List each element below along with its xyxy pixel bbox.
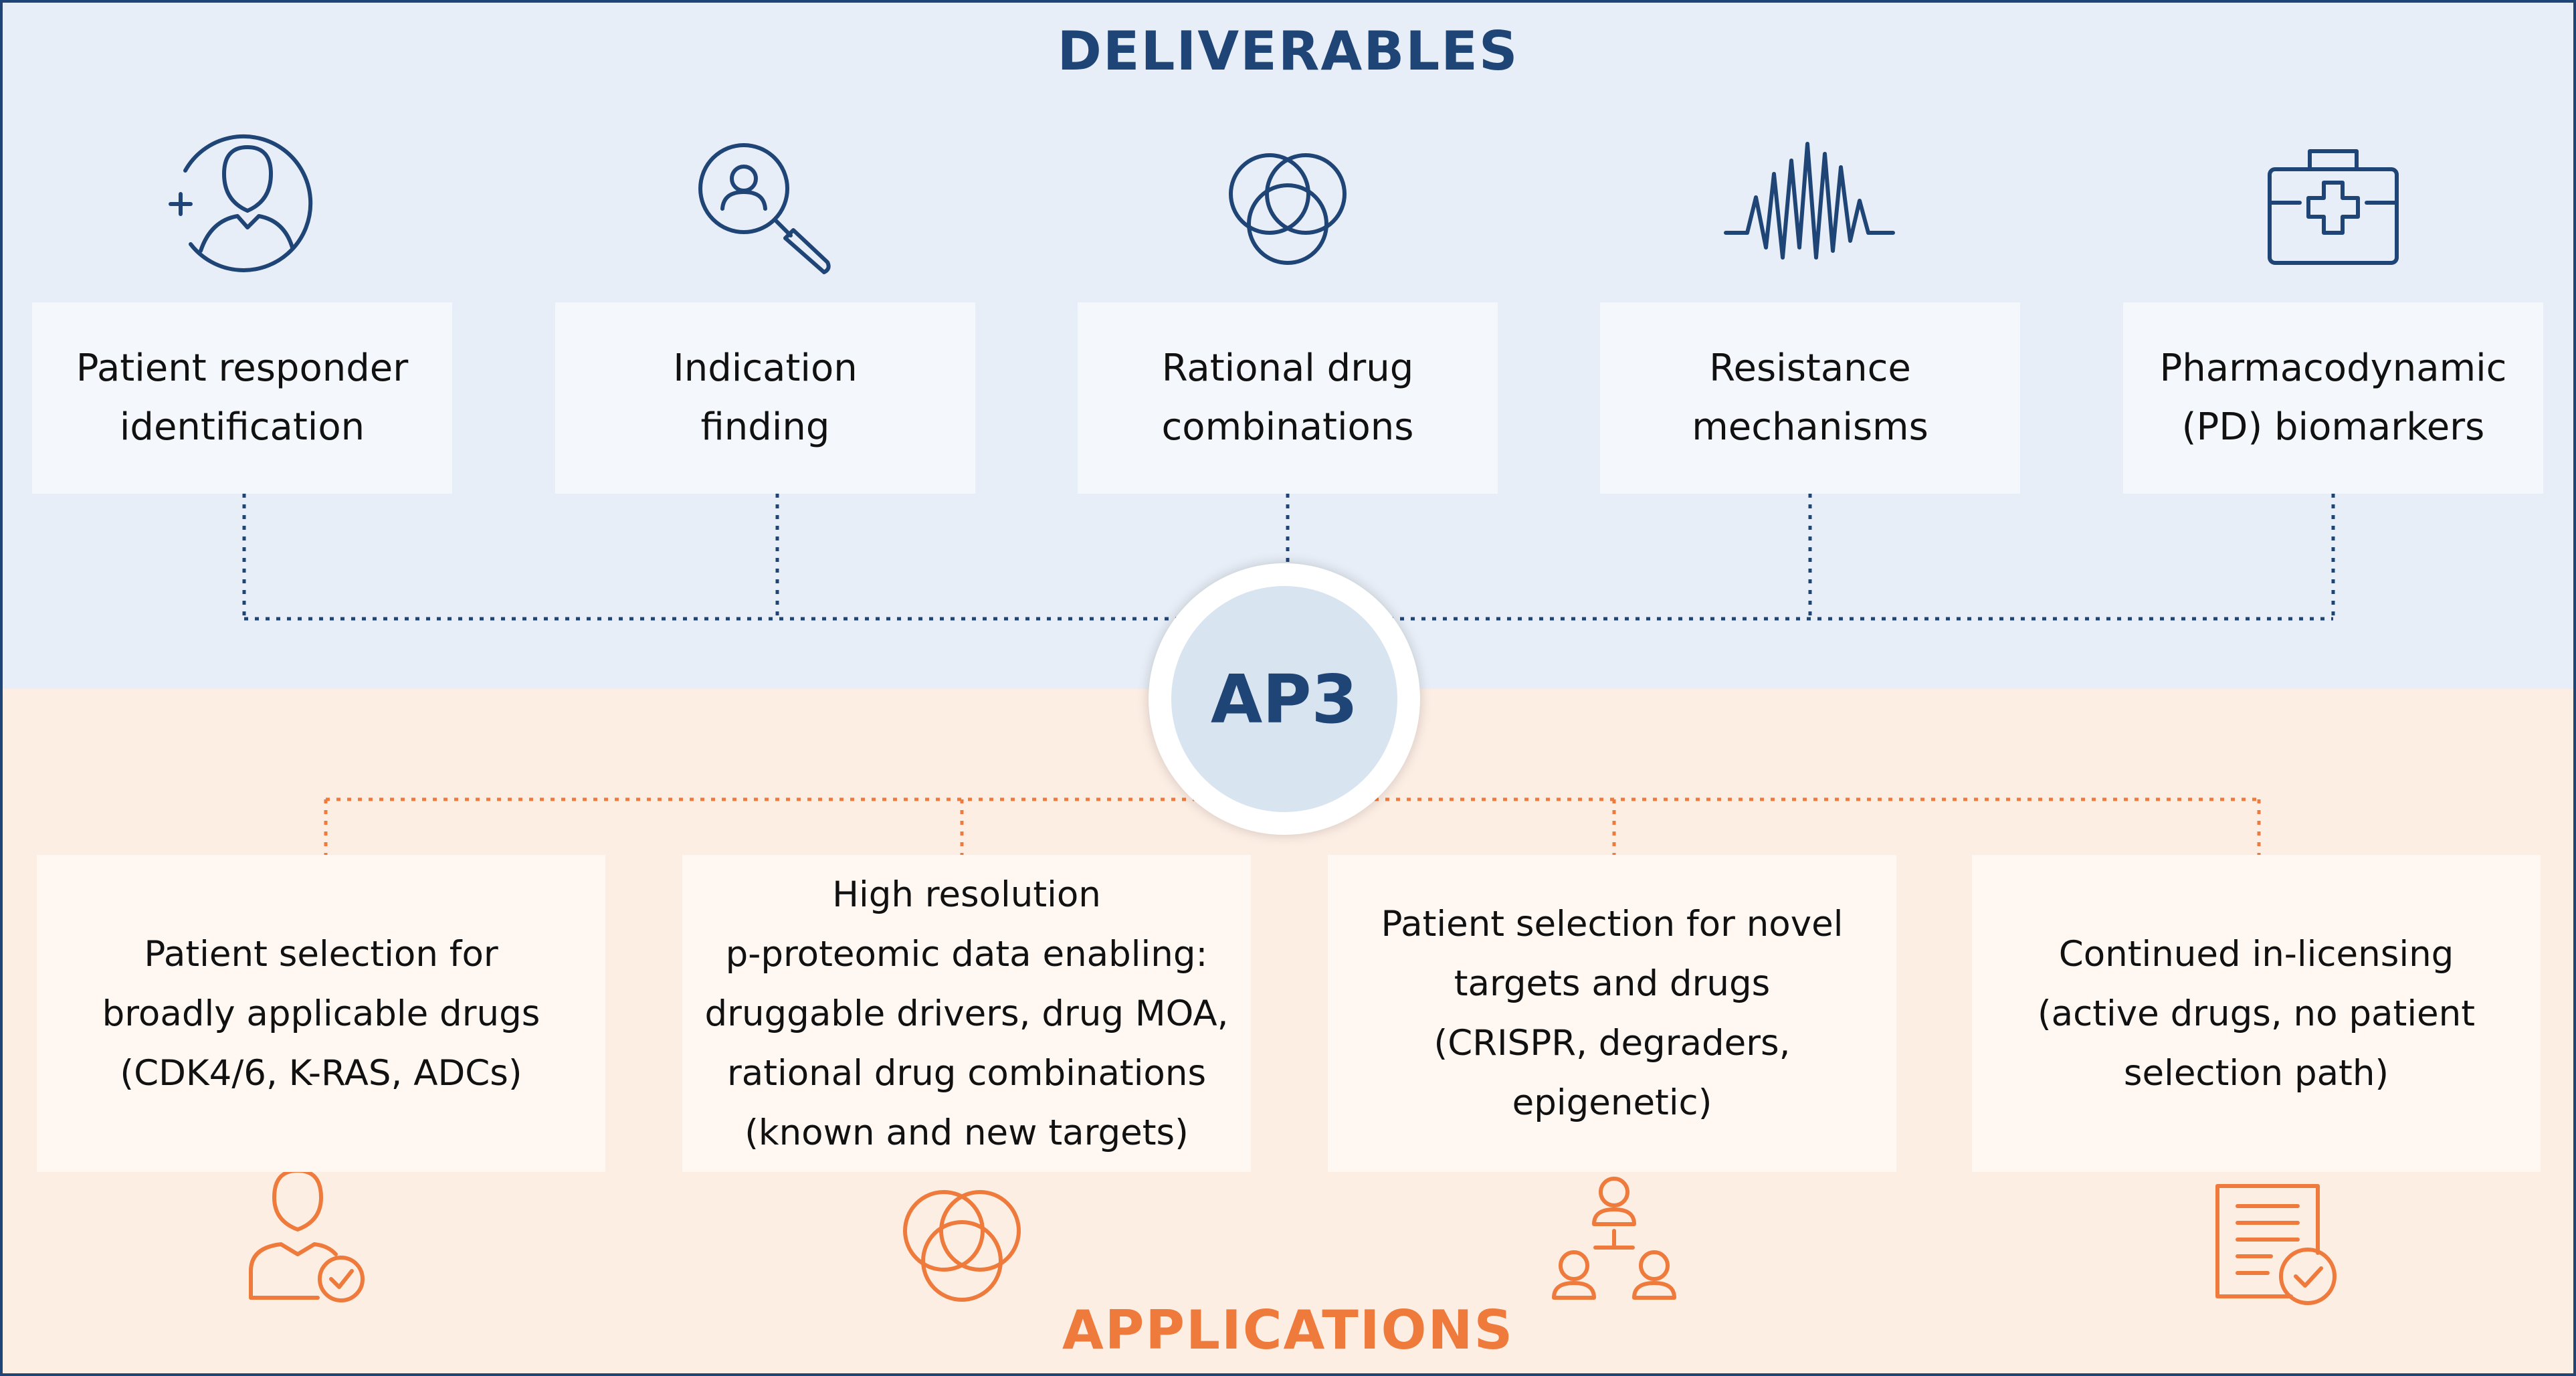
deliverable-box-rational-drug-combinations: Rational drug combinations <box>1078 302 1498 494</box>
deliverables-title: DELIVERABLES <box>1057 20 1519 82</box>
application-label: Continued in-licensing (active drugs, no… <box>2037 933 2476 1094</box>
ap3-hub-label: AP3 <box>1171 586 1397 812</box>
deliverable-label: Pharmacodynamic (PD) biomarkers <box>2159 347 2507 449</box>
application-label: Patient selection for broadly applicable… <box>102 933 540 1094</box>
application-box-novel-patient-selection: Patient selection for novel targets and … <box>1328 855 1896 1172</box>
medical-kit-icon <box>2268 149 2399 265</box>
patient-check-icon <box>249 1169 365 1302</box>
deliverable-box-indication-finding: Indication finding <box>555 302 975 494</box>
application-box-p-proteomic-data: High resolution p-proteomic data enablin… <box>682 855 1251 1172</box>
deliverables-connectors <box>242 494 2335 621</box>
venn-diagram-icon <box>1229 153 1347 265</box>
deliverable-label: Patient responder identification <box>76 347 409 449</box>
deliverable-label: Resistance mechanisms <box>1692 347 1928 449</box>
waveform-icon <box>1724 142 1895 260</box>
deliverable-box-pd-biomarkers: Pharmacodynamic (PD) biomarkers <box>2123 302 2543 494</box>
applications-title: APPLICATIONS <box>1062 1299 1514 1361</box>
deliverable-label: Indication finding <box>673 347 858 449</box>
search-person-icon <box>698 143 831 274</box>
deliverable-box-patient-responder: Patient responder identification <box>32 302 452 494</box>
org-chart-icon <box>1552 1177 1676 1300</box>
document-check-icon <box>2215 1184 2337 1305</box>
patient-add-icon <box>169 134 313 272</box>
deliverable-box-resistance-mechanisms: Resistance mechanisms <box>1600 302 2020 494</box>
application-label: Patient selection for novel targets and … <box>1381 904 1844 1123</box>
application-box-broad-patient-selection: Patient selection for broadly applicable… <box>37 855 605 1172</box>
deliverable-label: Rational drug combinations <box>1161 347 1414 449</box>
venn-diagram-icon <box>903 1190 1021 1302</box>
application-box-in-licensing: Continued in-licensing (active drugs, no… <box>1972 855 2541 1172</box>
ap3-hub: AP3 <box>1149 563 1420 835</box>
application-label: High resolution p-proteomic data enablin… <box>704 874 1229 1153</box>
